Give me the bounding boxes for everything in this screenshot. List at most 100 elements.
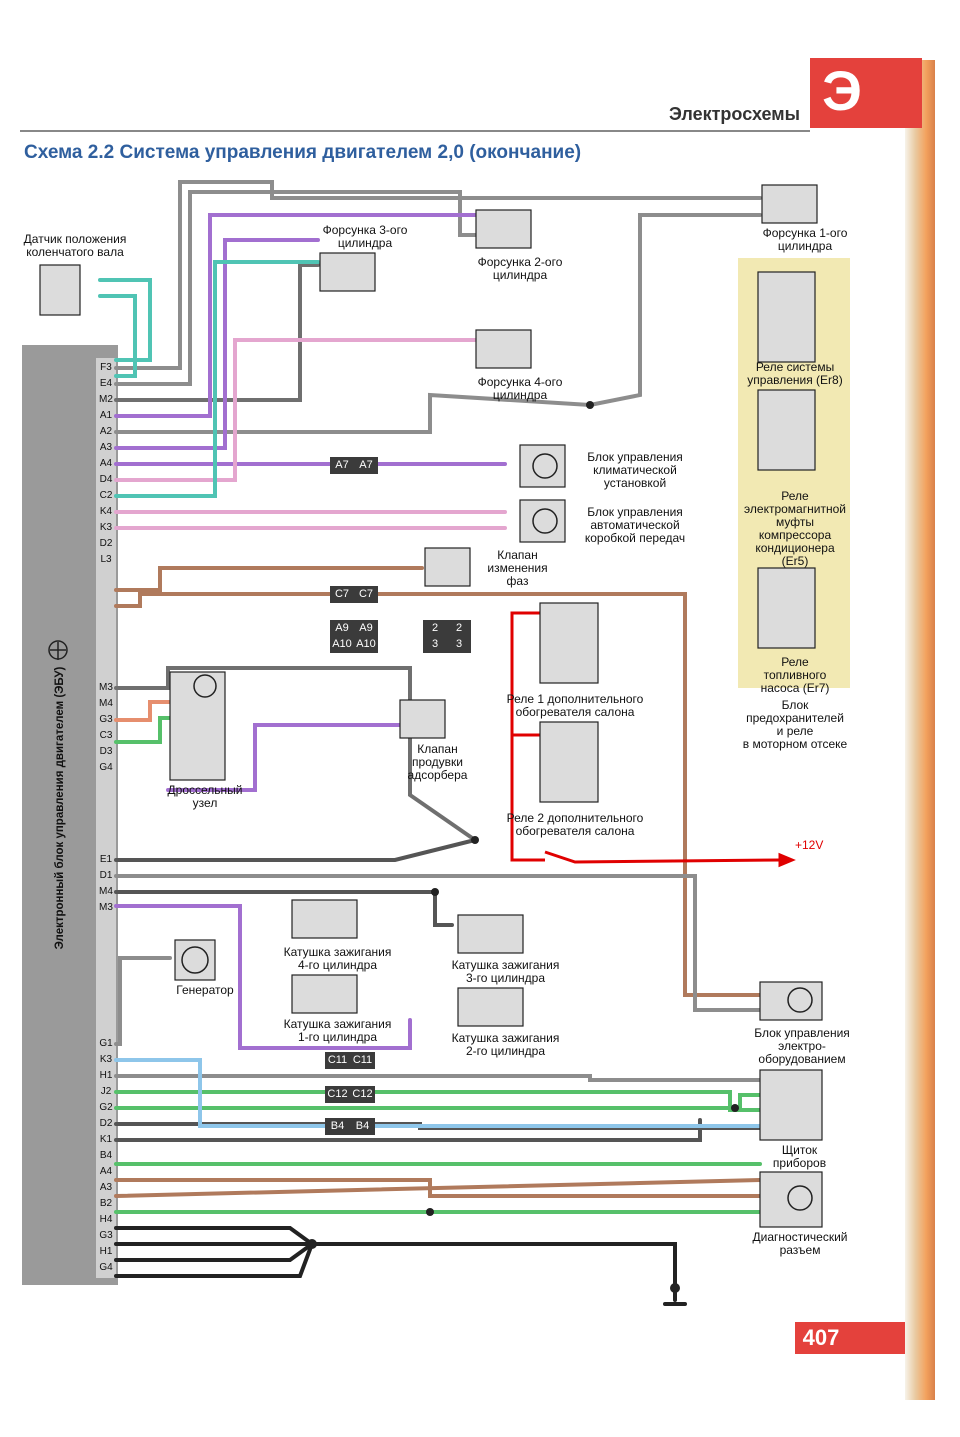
ecu-pin: E4 [99,378,113,389]
heater-relay-1-label: Реле 1 дополнительного обогревателя сало… [506,692,644,719]
injector-1-label: Форсунка 1-ого цилиндра [762,226,848,253]
generator-label: Генератор [176,983,234,997]
ecu-pin: K4 [99,506,113,517]
connector-a7-right: A7 [359,459,373,471]
red-annotation-wire [510,611,796,868]
ecu-symbol-icon [48,640,68,660]
wires-black-ground [114,1226,687,1306]
ecu-pin: D4 [99,474,113,485]
coil-3-label: Катушка зажигания 3-го цилиндра [451,958,560,985]
ecu-pin: D3 [99,746,113,757]
connector-a9-left: A9 [335,622,349,634]
ecu-pin: D1 [99,870,113,881]
ecu-pin: A4 [99,1166,113,1177]
injector-3-label: Форсунка 3-ого цилиндра [322,223,408,250]
supply-12v-label: +12V [795,838,824,852]
relay-er7-label: Реле топливного насоса (Er7) [760,655,830,695]
ecu-pin: M2 [99,394,113,405]
coil-1-label: Катушка зажигания 1-го цилиндра [283,1017,392,1044]
wires-teal [98,260,320,498]
component-boxes [39,184,823,1228]
ecu-pin: K1 [99,1134,113,1145]
ecu-pin: D2 [99,1118,113,1129]
connector-c11-left: C11 [327,1054,348,1066]
injector-2-label: Форсунка 2-ого цилиндра [477,255,563,282]
ecu-pin: G3 [99,714,113,725]
connector-2-left: 2 [431,622,439,634]
ecu-pin: L3 [100,554,112,565]
relay-er8-label: Реле системы управления (Er8) [747,360,843,387]
ecu-pin: K3 [99,1054,113,1065]
wires-pink [114,338,507,530]
gearbox-unit-label: Блок управления автоматической коробкой … [584,505,686,545]
page-number-bg [795,1322,905,1354]
ecu-pin: K3 [99,522,113,533]
instrument-panel-label: Щиток приборов [772,1143,827,1170]
connector-b4-right: B4 [355,1120,370,1132]
ecu-pin: M3 [99,682,113,693]
ecu-pin: A3 [99,1182,113,1193]
ecu-pin: A3 [99,442,113,453]
wires-brown [114,700,762,1198]
section-tab [810,58,922,128]
purge-valve-label: Клапан продувки адсорбера [407,742,468,782]
connector-a9-right: A9 [359,622,373,634]
section-title: Электросхемы [669,104,800,124]
junction-dots [307,401,739,1293]
coil-2-label: Катушка зажигания 2-го цилиндра [451,1031,560,1058]
section-tab-letter: Э [822,59,862,122]
ecu-pin: J2 [100,1086,112,1097]
ecu-pin: B2 [99,1198,113,1209]
phase-valve-label: Клапан изменения фаз [487,548,548,588]
ecu-pin: A1 [99,410,113,421]
ecu-pin: E1 [99,854,113,865]
ecu-pin: F3 [100,362,112,373]
ecu-pin: G1 [99,1038,113,1049]
throttle-label: Дроссельный узел [167,783,243,810]
ecu-pin: M3 [99,902,113,913]
page-number: 407 [802,1325,840,1350]
page-edge [905,60,935,1400]
ecu-pin: C2 [99,490,113,501]
ecu-label: Электронный блок управления двигателем (… [54,666,66,950]
ecu-pin: H4 [99,1214,113,1225]
fuse-box-label: Блок предохранителей и реле в моторном о… [742,698,848,751]
electro-unit-label: Блок управления электро- оборудованием [754,1026,850,1066]
ecu-pin: H1 [99,1246,113,1257]
connector-2-right: 2 [455,622,463,634]
ecu-pin: G4 [99,762,113,773]
page-title: Схема 2.2 Система управления двигателем … [24,142,582,163]
wires-green [114,716,762,1214]
ecu-pin: G3 [99,1230,113,1241]
header-divider [20,130,810,132]
ecu-pin: M4 [99,886,113,897]
ecu-connector-strip [96,358,116,1278]
wires-blue [114,1058,762,1128]
coil-4-label: Катушка зажигания 4-го цилиндра [283,945,392,972]
connector-c7-left: C7 [334,588,350,600]
ecu-pin: A4 [99,458,113,469]
device-symbols [181,453,813,1211]
ecu-pin: D2 [99,538,113,549]
connector-c7-right: C7 [358,588,374,600]
diag-connector-label: Диагностический разъем [752,1230,848,1257]
ecu-pin: G2 [99,1102,113,1113]
heater-relay-2-label: Реле 2 дополнительного обогревателя сало… [506,811,644,838]
ecu-pin: A2 [99,426,113,437]
connector-3-right: 3 [455,638,463,650]
connector-a10-left: A10 [332,638,352,650]
connector-c12-right: C12 [352,1088,373,1100]
ecu-pin: G4 [99,1262,113,1273]
relay-er5-label: Реле электромагнитной муфты компрессора … [744,489,846,568]
injector-4-label: Форсунка 4-ого цилиндра [477,375,563,402]
ecu-pin: B4 [99,1150,113,1161]
crank-sensor-label: Датчик положения коленчатого вала [23,232,127,259]
connector-c11-right: C11 [352,1054,373,1066]
connector-c12-left: C12 [327,1088,348,1100]
connector-a7-left: A7 [335,459,349,471]
connector-3-left: 3 [431,638,439,650]
connector-a10-right: A10 [356,638,376,650]
climate-unit-label: Блок управления климатической установкой [587,450,683,490]
ecu-pin: H1 [99,1070,113,1081]
